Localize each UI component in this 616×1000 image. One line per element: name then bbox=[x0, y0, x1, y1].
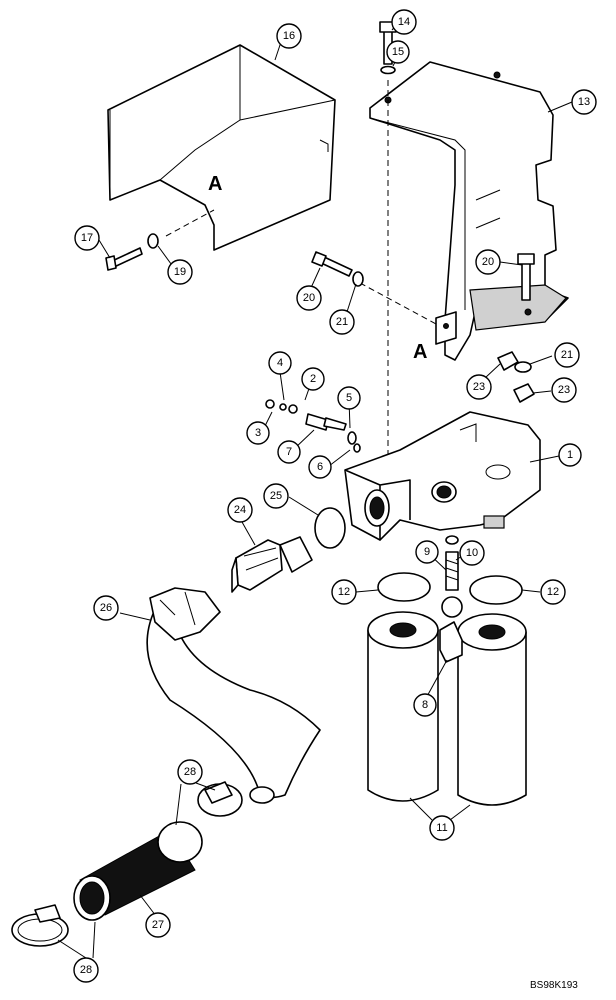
svg-text:1: 1 bbox=[567, 449, 573, 461]
svg-text:15: 15 bbox=[392, 46, 404, 58]
seal-ring-left bbox=[377, 572, 431, 602]
callout-10: 10 bbox=[459, 540, 485, 566]
svg-text:16: 16 bbox=[283, 30, 295, 42]
drawing-code: BS98K193 bbox=[530, 980, 578, 991]
hose bbox=[146, 587, 321, 804]
callout-15: 15 bbox=[386, 40, 410, 64]
svg-text:20: 20 bbox=[482, 256, 494, 268]
svg-text:23: 23 bbox=[473, 381, 485, 393]
callout-25: 25 bbox=[263, 483, 289, 509]
callout-11: 11 bbox=[429, 815, 455, 841]
callout-17: 17 bbox=[74, 225, 100, 251]
callout-1: 1 bbox=[558, 443, 582, 467]
callout-9: 9 bbox=[415, 540, 439, 564]
svg-text:12: 12 bbox=[547, 586, 559, 598]
svg-text:27: 27 bbox=[152, 919, 164, 931]
callout-19: 19 bbox=[167, 259, 193, 285]
svg-text:12: 12 bbox=[338, 586, 350, 598]
check-valve-parts bbox=[441, 535, 463, 618]
svg-text:21: 21 bbox=[561, 349, 573, 361]
filter-cartridges bbox=[367, 611, 527, 806]
callout-8: 8 bbox=[413, 693, 437, 717]
callout-16: 16 bbox=[276, 23, 302, 49]
svg-text:10: 10 bbox=[466, 547, 478, 559]
reference-letter-a-lower: A bbox=[413, 341, 427, 363]
svg-text:9: 9 bbox=[424, 546, 430, 558]
callout-21-right: 21 bbox=[554, 342, 580, 368]
svg-text:23: 23 bbox=[558, 384, 570, 396]
callout-23-left: 23 bbox=[466, 374, 492, 400]
svg-text:17: 17 bbox=[81, 232, 93, 244]
reference-letter-a-upper: A bbox=[208, 173, 222, 195]
callout-23-right: 23 bbox=[551, 377, 577, 403]
svg-text:13: 13 bbox=[578, 96, 590, 108]
callout-3: 3 bbox=[246, 421, 270, 445]
callout-28-upper: 28 bbox=[177, 759, 203, 785]
callout-20-right: 20 bbox=[475, 249, 501, 275]
callout-12-right: 12 bbox=[540, 579, 566, 605]
callout-27: 27 bbox=[145, 912, 171, 938]
svg-text:26: 26 bbox=[100, 602, 112, 614]
mounting-bracket-part bbox=[369, 61, 569, 361]
callout-14: 14 bbox=[391, 9, 417, 35]
svg-text:8: 8 bbox=[422, 699, 428, 711]
callout-24: 24 bbox=[227, 497, 253, 523]
svg-text:3: 3 bbox=[255, 427, 261, 439]
callout-5: 5 bbox=[337, 386, 361, 410]
svg-text:4: 4 bbox=[277, 357, 283, 369]
callout-6: 6 bbox=[308, 455, 332, 479]
svg-text:28: 28 bbox=[80, 964, 92, 976]
svg-text:20: 20 bbox=[303, 292, 315, 304]
nipple-fitting bbox=[439, 621, 463, 663]
svg-text:6: 6 bbox=[317, 461, 323, 473]
svg-text:2: 2 bbox=[310, 373, 316, 385]
callout-20-left: 20 bbox=[296, 285, 322, 311]
o-ring bbox=[314, 507, 346, 549]
adapter-fitting bbox=[231, 536, 313, 593]
callout-26: 26 bbox=[93, 595, 119, 621]
seal-ring-right bbox=[469, 575, 523, 605]
svg-text:5: 5 bbox=[346, 392, 352, 404]
svg-text:19: 19 bbox=[174, 266, 186, 278]
callout-7: 7 bbox=[277, 440, 301, 464]
callout-21-left: 21 bbox=[329, 309, 355, 335]
svg-text:11: 11 bbox=[436, 822, 447, 834]
svg-text:24: 24 bbox=[234, 504, 246, 516]
callout-13: 13 bbox=[571, 89, 597, 115]
svg-text:21: 21 bbox=[336, 316, 348, 328]
guard-cover-part bbox=[107, 44, 336, 251]
svg-text:28: 28 bbox=[184, 766, 196, 778]
hose-clamps bbox=[11, 781, 243, 947]
filter-head-part bbox=[344, 411, 541, 541]
callout-4: 4 bbox=[268, 351, 292, 375]
svg-text:25: 25 bbox=[270, 490, 282, 502]
svg-text:14: 14 bbox=[398, 16, 410, 28]
callout-28-lower: 28 bbox=[73, 957, 99, 983]
callout-12-left: 12 bbox=[331, 579, 357, 605]
svg-text:7: 7 bbox=[286, 446, 292, 458]
callout-2: 2 bbox=[301, 367, 325, 391]
